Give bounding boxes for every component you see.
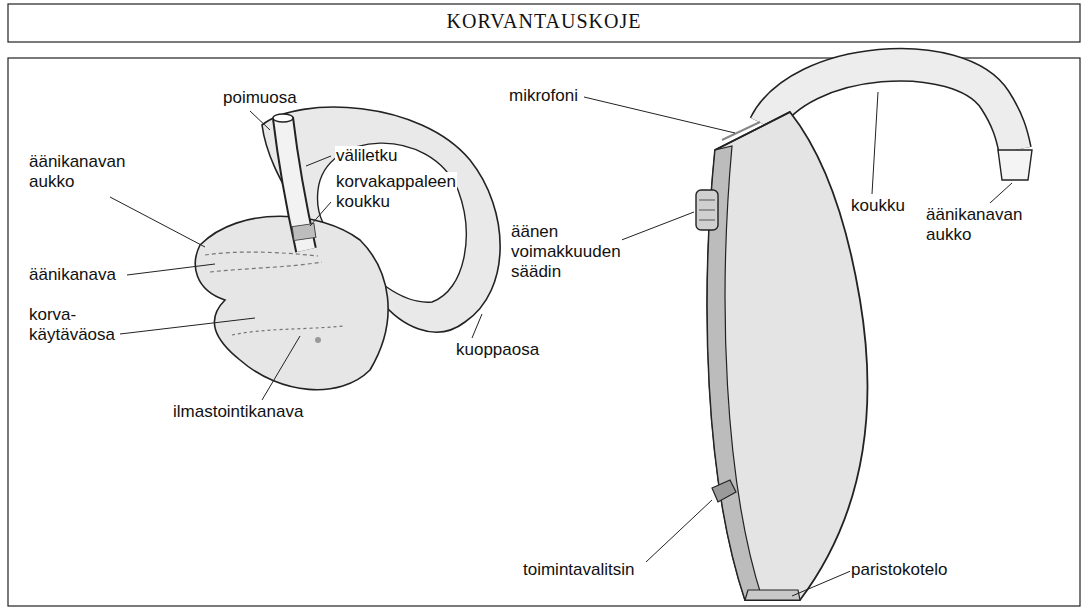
part-label: korvakappaleen koukku	[335, 172, 457, 212]
leader-line	[250, 111, 270, 130]
part-label: ilmastointikanava	[172, 402, 304, 422]
leader-lines	[110, 92, 1012, 596]
wheel-ridge	[699, 210, 715, 211]
part-label: äänikanava	[28, 265, 117, 285]
wheel-ridge	[699, 200, 715, 201]
part-label: äänikanavan aukko	[925, 205, 1023, 245]
part-label: äänen voimakkuuden säädin	[510, 222, 622, 282]
leader-line	[472, 314, 482, 338]
leader-line	[792, 570, 853, 596]
function-switch	[712, 480, 736, 502]
diagram-title: KORVANTAUSKOJE	[8, 10, 1080, 33]
part-label: toimintavalitsin	[522, 560, 636, 580]
sound-channel	[205, 252, 318, 256]
leader-line	[127, 264, 215, 275]
part-label: koukku	[850, 196, 906, 216]
sound-channel	[210, 262, 322, 272]
canal-part	[195, 216, 388, 389]
hearing-aid	[696, 65, 1032, 600]
part-label: kuoppaosa	[455, 340, 540, 360]
title-frame	[8, 4, 1080, 42]
part-label: paristokotelo	[850, 560, 948, 580]
part-label: mikrofoni	[508, 86, 579, 106]
volume-wheel	[696, 190, 718, 230]
vent-hole	[315, 337, 321, 343]
leader-line	[990, 183, 1012, 203]
part-label: poimuosa	[222, 88, 298, 108]
aid-body	[707, 112, 867, 600]
tube-end	[273, 114, 293, 122]
hook-tip	[998, 150, 1032, 180]
leader-line	[110, 197, 205, 247]
vent-channel	[232, 326, 345, 335]
leader-line	[306, 156, 331, 166]
figure-frame	[8, 58, 1080, 606]
earmold-hook	[292, 224, 316, 241]
leader-line	[310, 202, 331, 226]
leader-line	[872, 92, 878, 194]
leader-line	[584, 97, 735, 133]
part-label: korva- käytäväosa	[28, 305, 116, 345]
leader-line	[120, 318, 255, 334]
wheel-ridge	[699, 220, 715, 221]
battery-door	[745, 590, 800, 600]
leader-line	[262, 336, 300, 400]
leader-line	[646, 500, 712, 562]
part-label: äänikanavan aukko	[28, 152, 126, 192]
part-label: väliletku	[335, 146, 398, 166]
